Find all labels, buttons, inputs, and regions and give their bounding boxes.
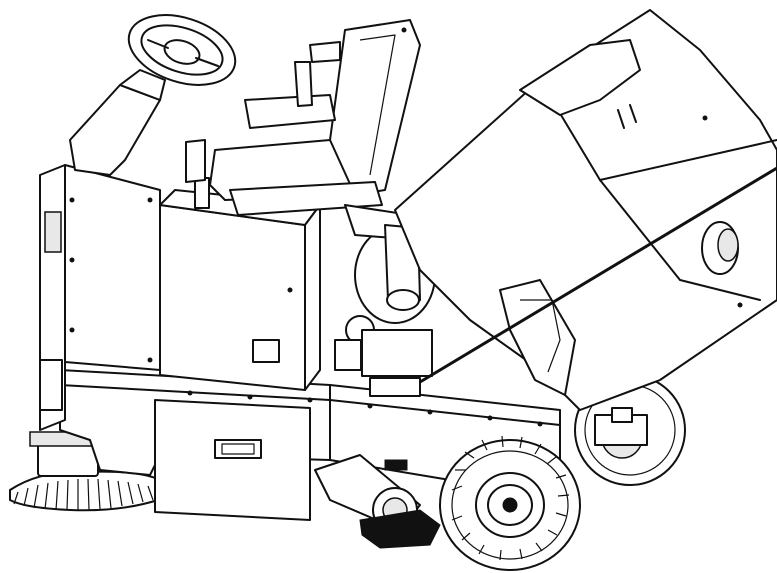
front-wheel	[439, 435, 581, 571]
left-body-tower	[39, 164, 161, 431]
main-broom	[314, 454, 441, 549]
steering-assembly	[69, 14, 237, 176]
engine-assembly	[334, 204, 436, 397]
control-box	[159, 139, 321, 391]
side-brush	[9, 431, 161, 512]
hopper-lower-box	[154, 399, 311, 521]
callout-leader-line	[419, 166, 777, 384]
rear-bumper-bracket	[594, 407, 648, 446]
operator-seat	[209, 19, 421, 216]
raised-cover	[394, 9, 777, 411]
